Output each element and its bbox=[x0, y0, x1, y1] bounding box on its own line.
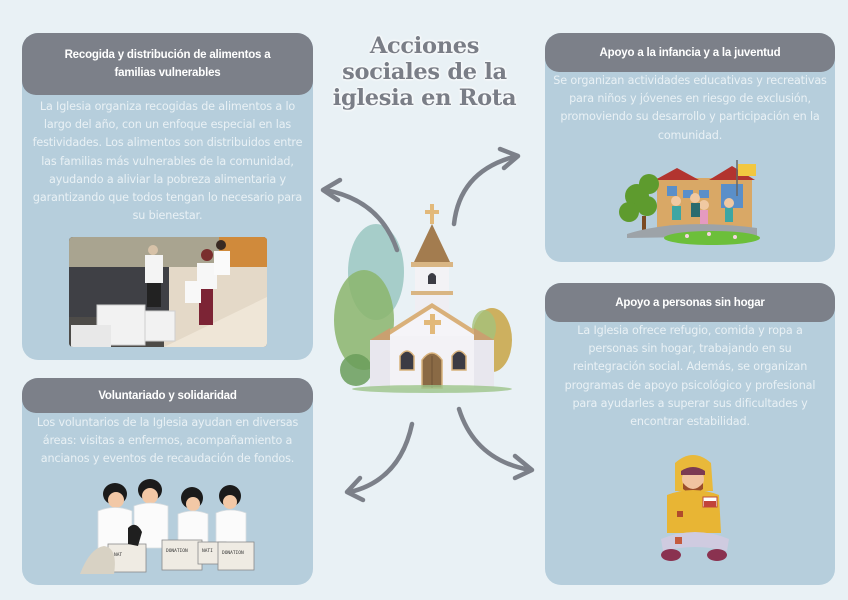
box-label: NATI bbox=[202, 548, 213, 554]
children-school-illustration bbox=[617, 156, 767, 246]
arrow-to-youth-card bbox=[451, 146, 521, 227]
card-text: Se organizan actividades educativas y re… bbox=[553, 74, 827, 142]
card-text: La Iglesia ofrece refugio, comida y ropa… bbox=[564, 324, 816, 429]
card-homeless-support: Apoyo a personas sin hogar La Iglesia of… bbox=[545, 283, 835, 585]
box-label: NAT bbox=[114, 552, 122, 558]
arrow-to-food-card bbox=[320, 177, 400, 253]
arrow-to-volunteering-card bbox=[344, 421, 415, 503]
volunteers-donation-illustration: NAT DONATION NATI DONATION bbox=[80, 476, 255, 576]
card-text: La Iglesia organiza recogidas de aliment… bbox=[32, 100, 303, 223]
page-title: Acciones sociales de la iglesia en Rota bbox=[332, 33, 517, 111]
card-heading: Apoyo a personas sin hogar bbox=[545, 283, 835, 322]
church-watercolor-illustration bbox=[334, 200, 519, 395]
card-heading: Voluntariado y solidaridad bbox=[22, 378, 313, 413]
card-heading: Recogida y distribución de alimentos a f… bbox=[22, 33, 313, 95]
arrow-to-homeless-card bbox=[456, 406, 535, 481]
card-heading: Apoyo a la infancia y a la juventud bbox=[545, 33, 835, 72]
food-collection-photo bbox=[69, 237, 267, 347]
box-label: DONATION bbox=[166, 548, 188, 554]
card-youth-support: Apoyo a la infancia y a la juventud Se o… bbox=[545, 33, 835, 262]
card-text: Los voluntarios de la Iglesia ayudan en … bbox=[36, 416, 299, 466]
card-volunteering: Voluntariado y solidaridad Los voluntari… bbox=[22, 378, 313, 585]
card-food-distribution: Recogida y distribución de alimentos a f… bbox=[22, 33, 313, 360]
homeless-person-illustration bbox=[655, 451, 735, 569]
box-label: DONATION bbox=[222, 550, 244, 556]
